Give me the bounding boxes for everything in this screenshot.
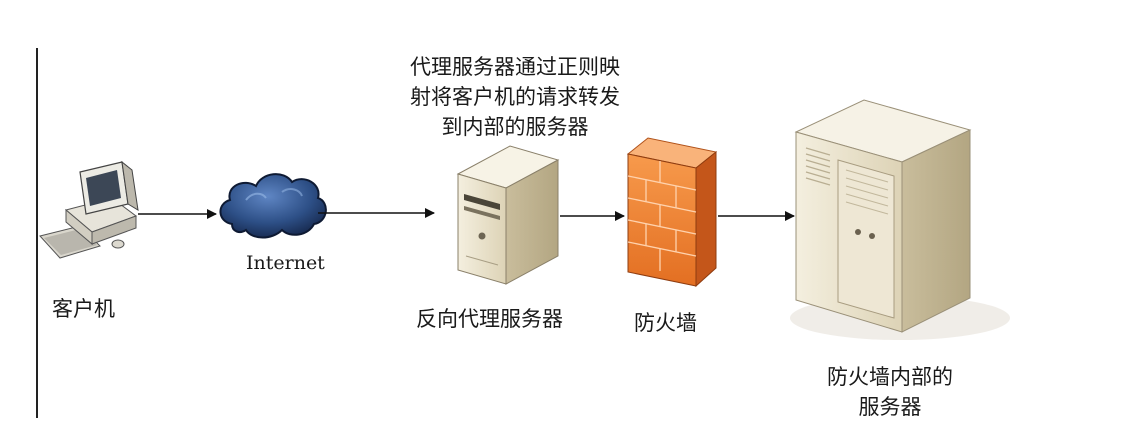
tower-server-icon [456, 145, 560, 285]
client-label: 客户机 [52, 297, 115, 321]
annotation-line-3: 到内部的服务器 [441, 115, 589, 139]
reverse-proxy-label: 反向代理服务器 [416, 307, 563, 331]
firewall-label: 防火墙 [634, 311, 697, 335]
internal-server-label-line-1: 防火墙内部的 [827, 365, 953, 389]
annotation-line-1: 代理服务器通过正则映 [410, 55, 620, 79]
left-border-line [36, 48, 38, 418]
internet-label: Internet [246, 252, 325, 274]
annotation-text: 代理服务器通过正则映 射将客户机的请求转发 到内部的服务器 [380, 52, 650, 142]
internal-server-label-line-2: 服务器 [858, 395, 922, 419]
annotation-line-2: 射将客户机的请求转发 [410, 85, 620, 109]
connection-arrows [138, 208, 795, 221]
large-server-icon [790, 99, 1010, 340]
cloud-icon [219, 173, 327, 239]
internal-server-label: 防火墙内部的 服务器 [800, 362, 980, 422]
brick-wall-icon [626, 137, 718, 288]
desktop-computer-icon [39, 160, 139, 259]
